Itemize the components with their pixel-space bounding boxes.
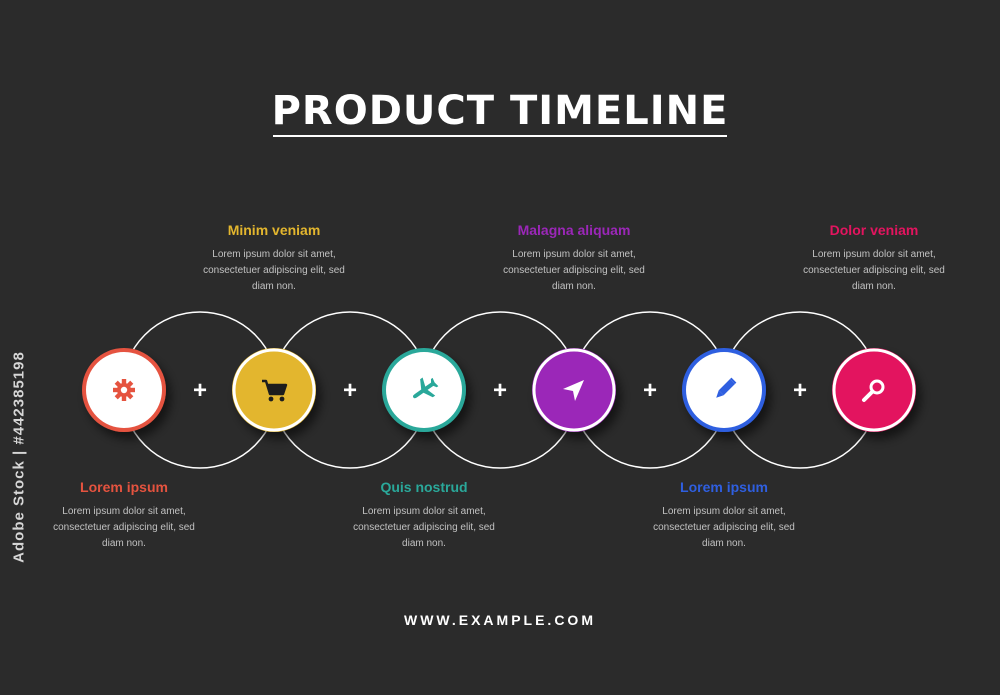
step-description: Lorem ipsum dolor sit amet, consectetuer… <box>53 506 195 549</box>
step-title: Minim veniam <box>227 222 321 238</box>
title-underline <box>273 135 727 137</box>
node-white-border <box>532 348 616 432</box>
step-description: Lorem ipsum dolor sit amet, consectetuer… <box>653 506 795 549</box>
timeline-node-5 <box>682 348 766 432</box>
timeline-node-4 <box>532 348 616 432</box>
footer-url[interactable]: WWW.EXAMPLE.COM <box>404 612 596 628</box>
step-title: Malagna aliquam <box>517 222 631 238</box>
node-white-border <box>832 348 916 432</box>
step-title: Lorem ipsum <box>680 479 768 495</box>
plus-connector: + <box>493 377 507 404</box>
step-description: Lorem ipsum dolor sit amet, consectetuer… <box>203 249 345 292</box>
step-title: Dolor veniam <box>829 222 919 238</box>
plus-connector: + <box>193 377 207 404</box>
cart-icon <box>262 379 288 402</box>
step-title: Quis nostrud <box>380 479 468 495</box>
timeline-node-1 <box>82 348 166 432</box>
step-description: Lorem ipsum dolor sit amet, consectetuer… <box>353 506 495 549</box>
plus-connector: + <box>793 377 807 404</box>
node-inner-disc <box>836 352 912 428</box>
search-icon <box>862 379 885 402</box>
page-title: PRODUCT TIMELINE <box>271 88 729 134</box>
plus-connector: + <box>343 377 357 404</box>
timeline-node-6 <box>832 348 916 432</box>
step-title: Lorem ipsum <box>80 479 168 495</box>
airplane-icon <box>412 377 439 399</box>
timeline-node-3 <box>382 348 466 432</box>
navigation-icon <box>563 380 584 401</box>
step-description: Lorem ipsum dolor sit amet, consectetuer… <box>503 249 645 292</box>
plus-connector: + <box>643 377 657 404</box>
step-description: Lorem ipsum dolor sit amet, consectetuer… <box>803 249 945 292</box>
node-white-border <box>232 348 316 432</box>
gear-icon <box>113 379 135 401</box>
timeline-node-2 <box>232 348 316 432</box>
side-id-text: Adobe Stock | #442385198 <box>10 351 28 563</box>
